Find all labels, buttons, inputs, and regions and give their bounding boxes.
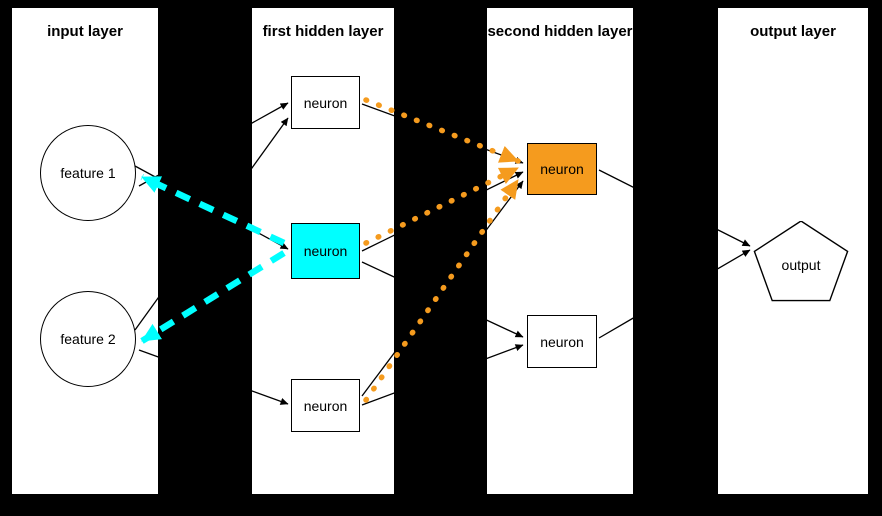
layer-title-input: input layer <box>47 23 123 40</box>
node-feature-1-label: feature 1 <box>60 165 116 181</box>
node-hidden2-neuron-1-highlighted[interactable]: neuron <box>527 143 597 195</box>
layer-title-second-hidden: second hidden layer <box>487 23 633 40</box>
node-hidden1-neuron-1-label: neuron <box>303 94 348 111</box>
node-hidden2-neuron-1-label: neuron <box>540 161 584 177</box>
node-hidden1-neuron-3[interactable]: neuron <box>291 379 360 432</box>
pentagon-shape <box>753 221 849 302</box>
node-feature-2-label: feature 2 <box>60 331 116 347</box>
node-feature-2[interactable]: feature 2 <box>40 291 136 387</box>
layer-title-first-hidden: first hidden layer <box>262 23 384 40</box>
node-hidden1-neuron-3-label: neuron <box>303 397 348 414</box>
layer-title-output: output layer <box>750 23 836 40</box>
node-hidden1-neuron-2-label: neuron <box>303 243 348 259</box>
node-hidden2-neuron-2-label: neuron <box>540 333 584 350</box>
node-hidden2-neuron-2[interactable]: neuron <box>527 315 597 368</box>
node-output[interactable]: output <box>752 221 850 309</box>
node-hidden1-neuron-1[interactable]: neuron <box>291 76 360 129</box>
layer-panel-input <box>12 8 158 494</box>
plain-edges <box>134 102 751 406</box>
node-feature-1[interactable]: feature 1 <box>40 125 136 221</box>
node-hidden1-neuron-2-highlighted[interactable]: neuron <box>291 223 360 279</box>
layer-panel-second-hidden <box>487 8 633 494</box>
